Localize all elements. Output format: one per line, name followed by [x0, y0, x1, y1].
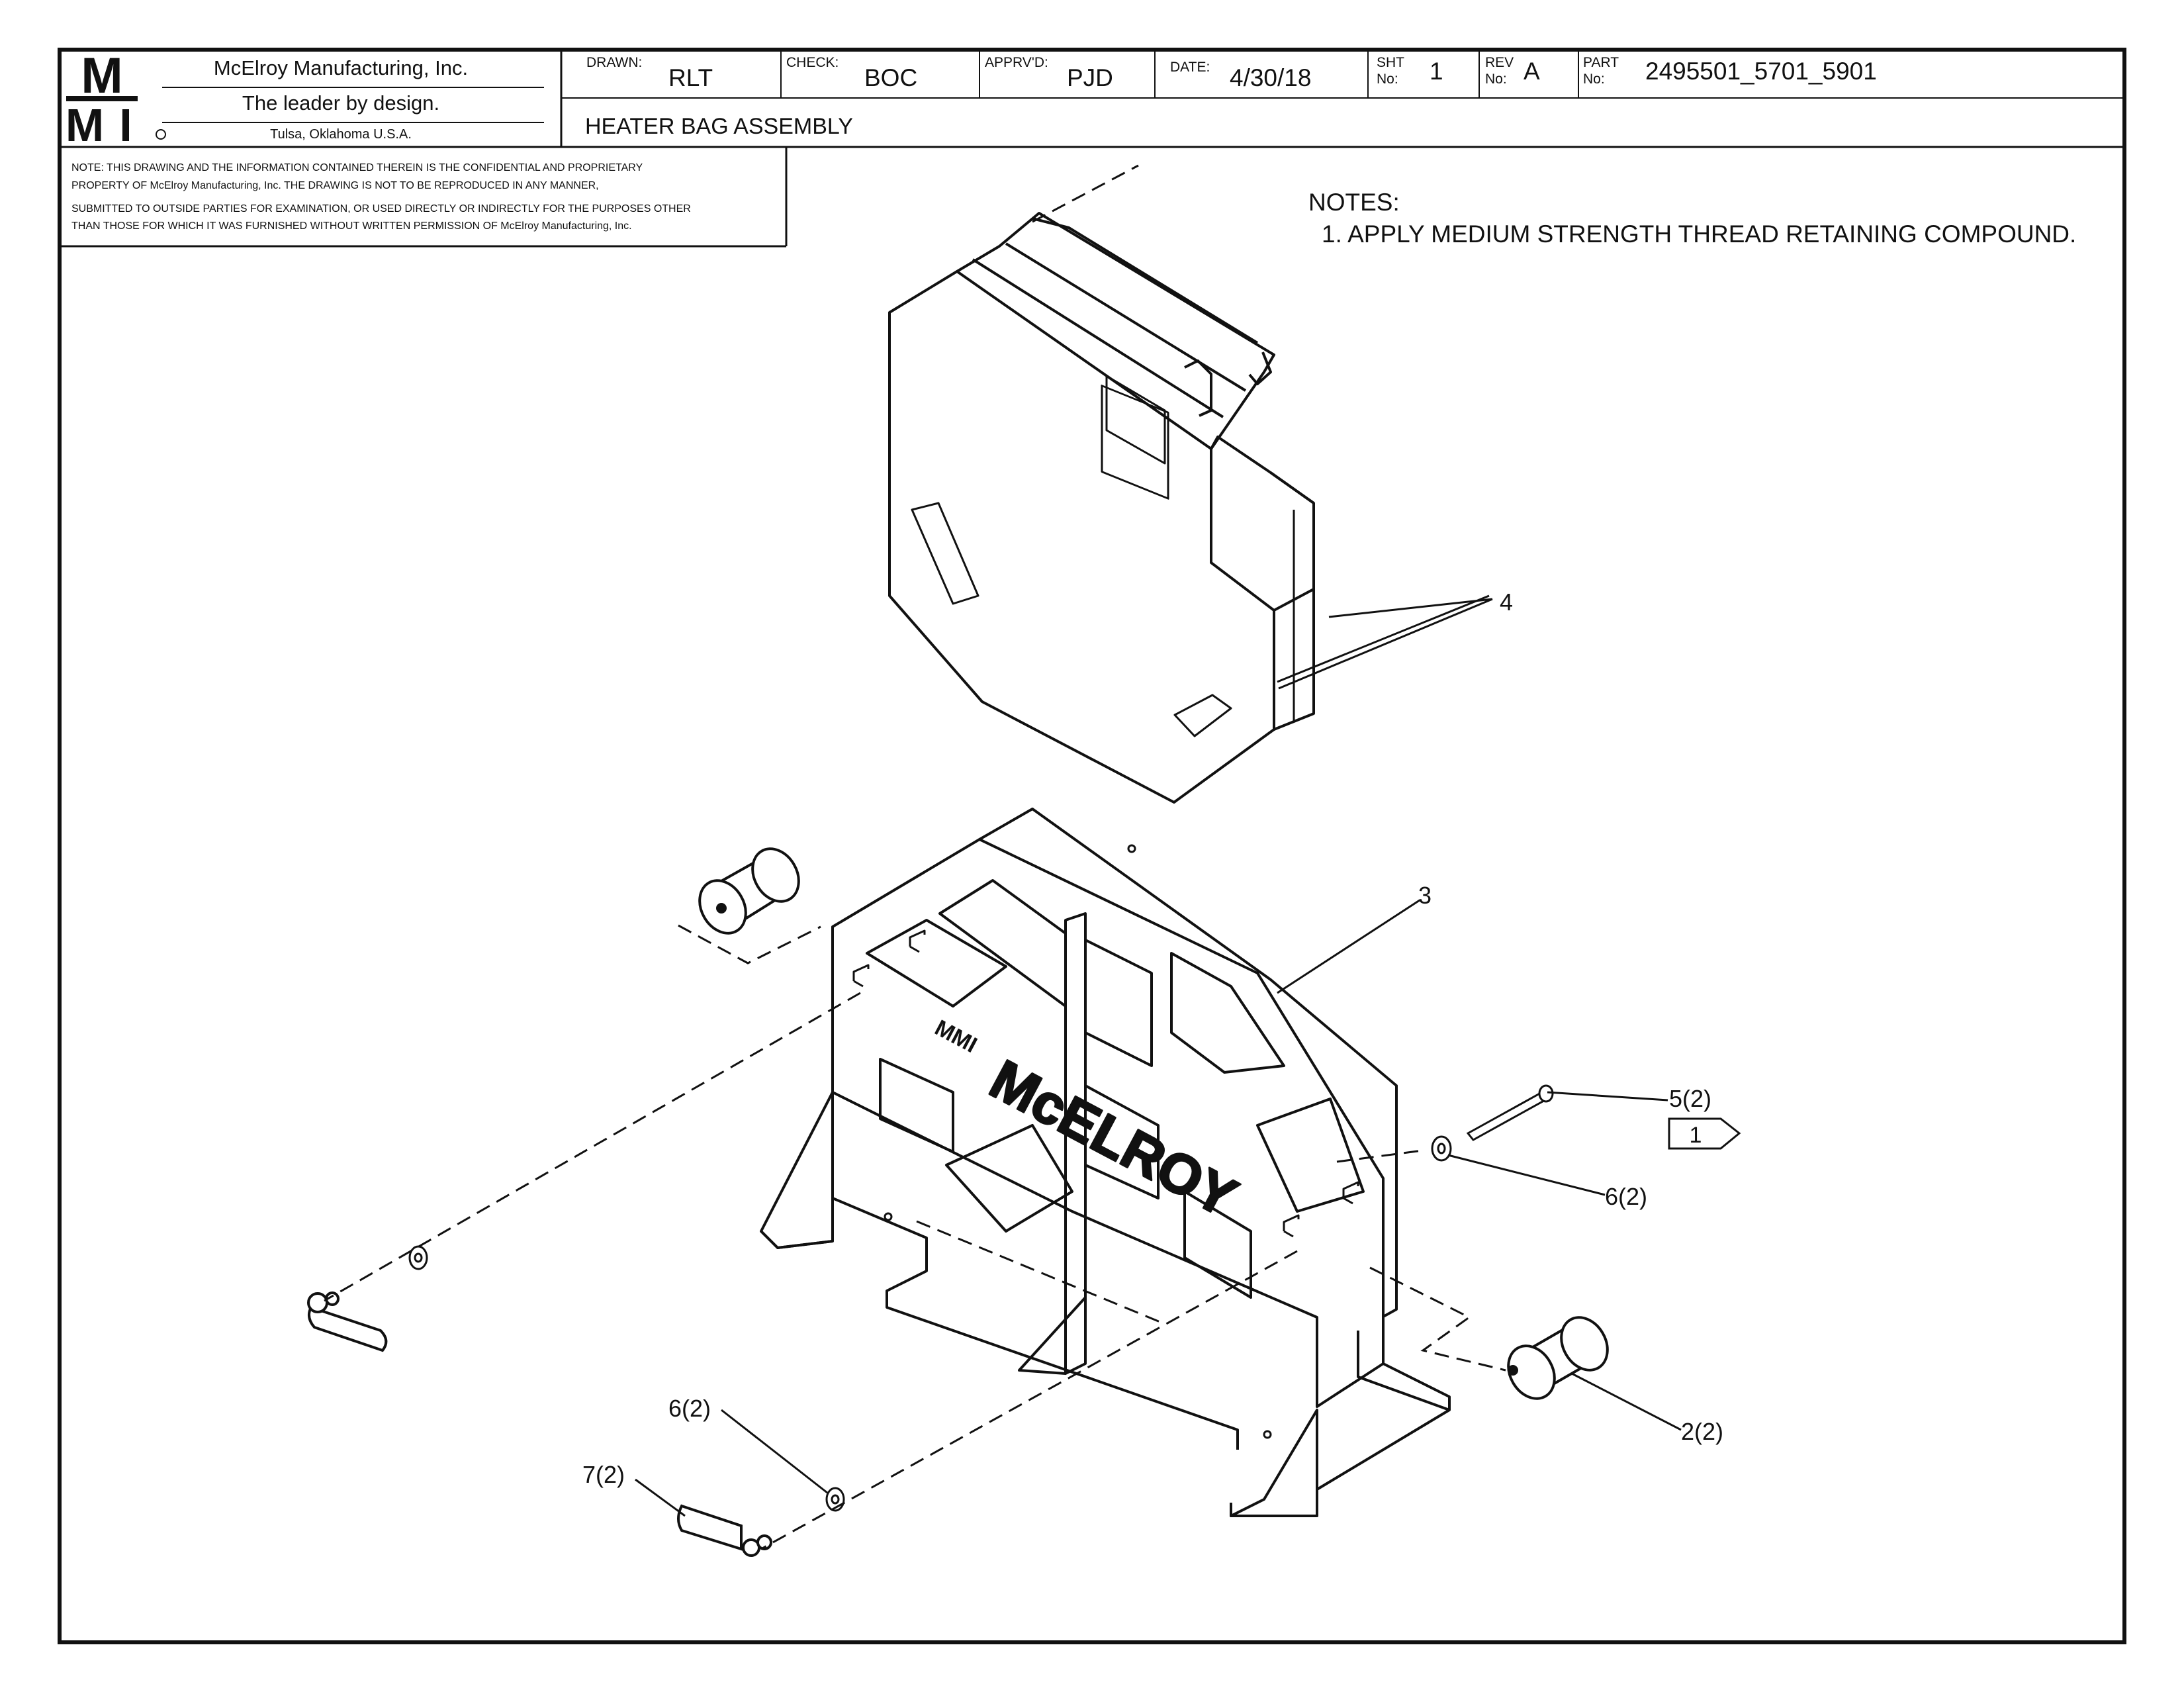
apprvd-label: APPRV'D:	[985, 55, 1048, 70]
company-tagline: The leader by design.	[242, 91, 439, 115]
confidentiality-line-4: THAN THOSE FOR WHICH IT WAS FURNISHED WI…	[71, 220, 632, 232]
date-label: DATE:	[1170, 60, 1210, 75]
check-label: CHECK:	[786, 55, 839, 70]
confidentiality-line-2: PROPERTY OF McElroy Manufacturing, Inc. …	[71, 180, 599, 191]
company-location: Tulsa, Oklahoma U.S.A.	[270, 127, 412, 142]
check-value: BOC	[864, 64, 917, 91]
logo-letter-1: M	[81, 48, 122, 104]
sht-no-label: No:	[1377, 71, 1398, 87]
drawn-label: DRAWN:	[586, 55, 642, 70]
rev-no-label: No:	[1485, 71, 1507, 87]
balloon-item-6-right: 6(2)	[1605, 1183, 1647, 1210]
rev-label: REV	[1485, 55, 1514, 70]
logo-letter-2: M	[66, 99, 104, 151]
note-1: 1. APPLY MEDIUM STRENGTH THREAD RETAININ…	[1322, 220, 2076, 248]
rev-value: A	[1524, 58, 1540, 85]
sht-label: SHT	[1377, 55, 1404, 70]
washer-left-item-6	[825, 1487, 845, 1512]
washer-right-item-6	[1431, 1135, 1452, 1162]
balloon-item-2: 2(2)	[1681, 1418, 1723, 1445]
balloon-item-5: 5(2)	[1669, 1085, 1711, 1112]
registered-mark-icon	[156, 129, 166, 140]
mmi-logo: M M I	[66, 48, 138, 151]
apprvd-value: PJD	[1067, 64, 1113, 91]
notes-heading: NOTES:	[1308, 189, 1400, 216]
drawn-value: RLT	[668, 64, 713, 91]
logo-letter-3: I	[119, 99, 132, 151]
cam-lever-item-7	[677, 1504, 772, 1557]
sht-value: 1	[1430, 58, 1443, 85]
part-number-value: 2495501_5701_5901	[1645, 58, 1877, 85]
confidentiality-note: NOTE: THIS DRAWING AND THE INFORMATION C…	[60, 147, 788, 248]
balloon-item-7: 7(2)	[582, 1461, 625, 1488]
part-no-label: No:	[1583, 71, 1605, 87]
company-name: McElroy Manufacturing, Inc.	[214, 56, 468, 79]
note-flag-number: 1	[1690, 1123, 1702, 1148]
cam-lever-top	[307, 1291, 388, 1352]
title-block: M M I McElroy Manufacturing, Inc. The le…	[60, 48, 2124, 151]
heater-bag	[888, 212, 1490, 804]
cylinder-right	[1507, 1316, 1609, 1400]
washer-left-top	[408, 1245, 428, 1270]
leaders	[635, 598, 1682, 1517]
part-label: PART	[1583, 55, 1619, 70]
bolt-item-5	[1466, 1084, 1554, 1141]
confidentiality-line-3: SUBMITTED TO OUTSIDE PARTIES FOR EXAMINA…	[71, 203, 691, 214]
balloon-item-3: 3	[1418, 882, 1432, 909]
date-value: 4/30/18	[1230, 64, 1311, 91]
sheet-border	[58, 48, 2126, 1644]
stand-frame: McELROY MMI	[760, 808, 1451, 1517]
cylinder-left	[698, 847, 800, 935]
confidentiality-line-1: NOTE: THIS DRAWING AND THE INFORMATION C…	[71, 162, 643, 173]
assembly-centerlines	[324, 164, 1506, 1550]
balloon-item-4: 4	[1500, 588, 1513, 616]
drawing-title: HEATER BAG ASSEMBLY	[585, 114, 853, 139]
balloon-item-6-left: 6(2)	[668, 1395, 711, 1422]
note-flag: 1	[1668, 1117, 1741, 1150]
